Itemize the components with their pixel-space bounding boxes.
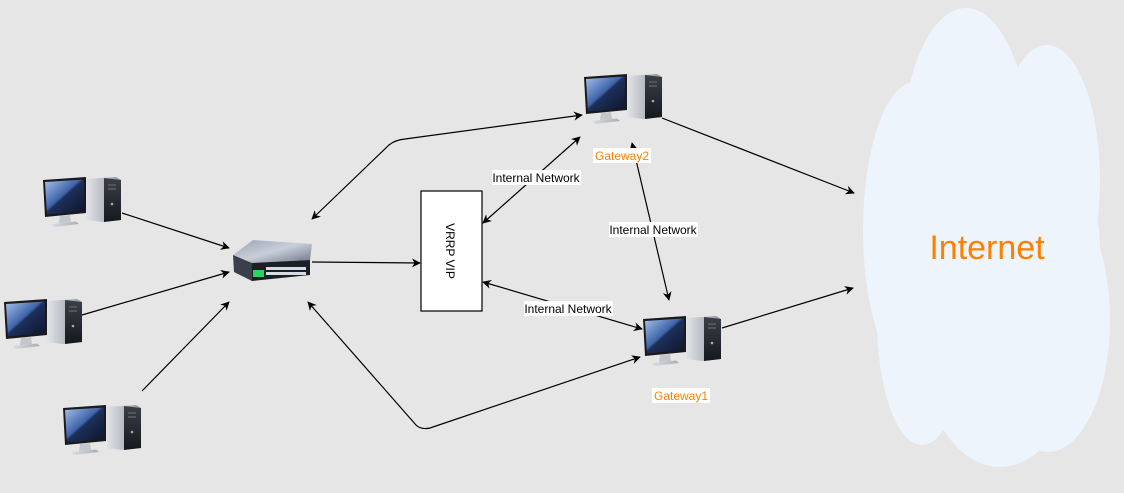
gateway2-computer-icon (584, 74, 662, 124)
edge-gateway1-internet (721, 286, 854, 329)
edge-client3-switch (141, 301, 230, 392)
internet-label: Internet (929, 229, 1045, 267)
edge-client2-switch (81, 269, 230, 316)
internal-network-label-vip-gateway1: Internal Network (524, 302, 612, 316)
client2-computer-icon (4, 299, 82, 349)
internal-network-label-vip-gateway2: Internal Network (492, 171, 580, 185)
internal-network-label-gateway2-gateway1: Internal Network (609, 223, 697, 237)
gateway2-label: Gateway2 (595, 149, 649, 163)
network-switch-icon (233, 240, 312, 281)
vrrp-vip-box: VRRP VIP (420, 190, 483, 312)
edge-client1-switch (121, 212, 230, 250)
client1-computer-icon (43, 177, 121, 227)
edge-gateway2-gateway1 (629, 142, 672, 301)
edge-switch-gateway1 (307, 301, 641, 430)
edge-switch-vip (311, 258, 421, 268)
edge-gateway2-internet (661, 117, 855, 195)
internet-cloud (863, 8, 1110, 467)
gateway1-computer-icon (643, 316, 721, 366)
edge-switch-gateway2 (311, 111, 583, 220)
vrrp-vip-label: VRRP VIP (443, 223, 457, 279)
gateway1-label: Gateway1 (654, 389, 708, 403)
client3-computer-icon (63, 405, 141, 455)
